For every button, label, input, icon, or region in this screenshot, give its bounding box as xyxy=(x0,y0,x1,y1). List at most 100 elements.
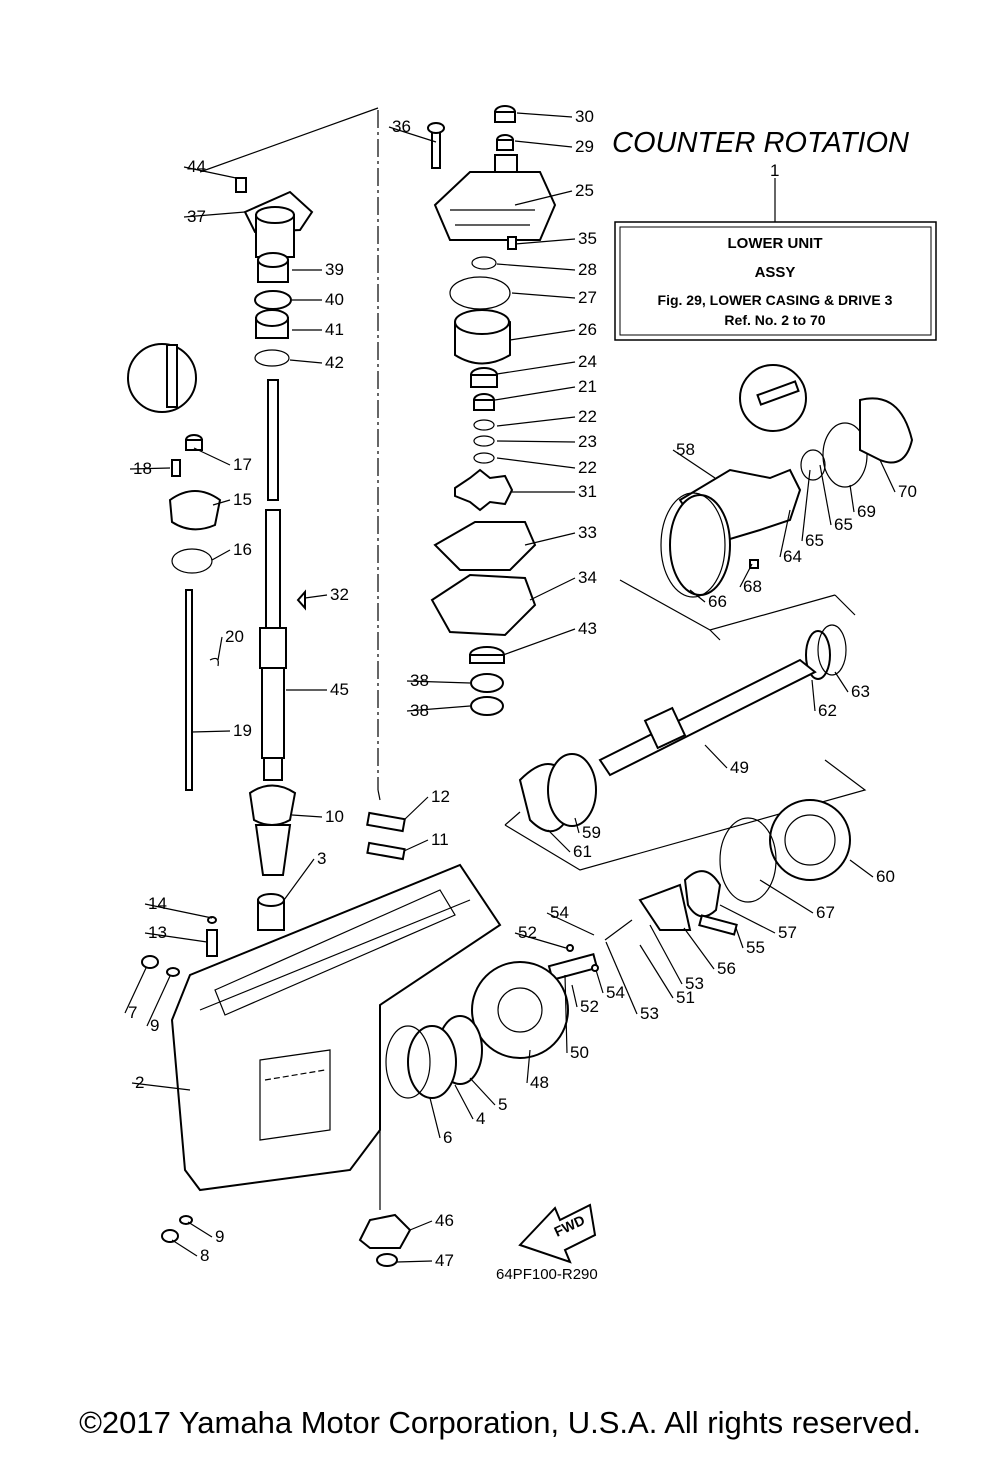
callout-leader xyxy=(217,636,223,661)
water-pump-group xyxy=(427,105,557,716)
callout-leader xyxy=(144,903,213,919)
callout-number: 53 xyxy=(640,1004,659,1023)
callout-number: 56 xyxy=(717,959,736,978)
callout-number: 28 xyxy=(578,260,597,279)
callout-number: 46 xyxy=(435,1211,454,1230)
callout-leader xyxy=(571,984,578,1008)
callout-leader xyxy=(496,361,576,375)
callout-leader xyxy=(564,974,568,1054)
callout-number: 20 xyxy=(225,627,244,646)
assembly-line3: Fig. 29, LOWER CASING & DRIVE 3 xyxy=(658,292,893,308)
callout-number: 58 xyxy=(676,440,695,459)
callout-leader xyxy=(779,509,791,558)
callout-leader xyxy=(683,927,715,970)
callout-number: 43 xyxy=(578,619,597,638)
callout-number: 33 xyxy=(578,523,597,542)
callout-leader xyxy=(406,705,471,712)
callout-leader xyxy=(514,140,573,148)
callout-leader xyxy=(605,941,638,1015)
callout-number: 57 xyxy=(778,923,797,942)
callout-leader xyxy=(454,1084,474,1120)
callout-number: 65 xyxy=(805,531,824,550)
callout-number: 22 xyxy=(578,407,597,426)
callout-leader xyxy=(849,484,855,513)
callout-leader xyxy=(689,589,706,603)
callout-number: 65 xyxy=(834,515,853,534)
callout-leader xyxy=(183,166,237,179)
callout-leader xyxy=(396,1260,433,1263)
callout-number: 14 xyxy=(148,894,167,913)
callout-number: 34 xyxy=(578,568,597,587)
callout-leader xyxy=(672,449,716,479)
callout-leader xyxy=(811,679,816,712)
callout-leader xyxy=(496,263,576,271)
callout-number: 39 xyxy=(325,260,344,279)
copyright-notice: ©2017 Yamaha Motor Corporation, U.S.A. A… xyxy=(79,1405,921,1440)
callout-leader xyxy=(289,359,323,364)
callout-leader xyxy=(494,386,576,401)
callout-number: 9 xyxy=(150,1016,159,1035)
callout-number: 51 xyxy=(676,988,695,1007)
callout-number: 27 xyxy=(578,288,597,307)
callout-leader xyxy=(801,469,811,542)
callout-leader xyxy=(429,1097,441,1139)
callout-number: 21 xyxy=(578,377,597,396)
callout-number: 54 xyxy=(606,983,625,1002)
diagram-title: COUNTER ROTATION xyxy=(612,127,909,159)
callout-number: 13 xyxy=(148,923,167,942)
callout-number: 6 xyxy=(443,1128,452,1147)
callout-number: 47 xyxy=(435,1251,454,1270)
callout-leader xyxy=(124,967,147,1014)
callout-number: 18 xyxy=(133,459,152,478)
callout-number: 64 xyxy=(783,547,802,566)
callout-leader xyxy=(406,680,471,684)
assembly-box-outer xyxy=(614,221,937,341)
callout-leader xyxy=(502,628,576,656)
callout-leader xyxy=(759,879,814,914)
callout-leader xyxy=(511,292,576,299)
callout-leader xyxy=(739,563,753,588)
callout-leader xyxy=(403,839,429,852)
callout-number: 44 xyxy=(187,157,206,176)
callout-number: 70 xyxy=(898,482,917,501)
callout-number: 7 xyxy=(128,1003,137,1022)
callout-leader xyxy=(409,1220,433,1231)
callout-leader xyxy=(496,457,576,469)
callout-number: 68 xyxy=(743,577,762,596)
callout-leader xyxy=(183,211,246,218)
callout-leader xyxy=(211,549,231,561)
callout-number: 3 xyxy=(317,849,326,868)
assembly-line2: ASSY xyxy=(755,264,796,281)
callout-leader xyxy=(514,238,576,245)
callout-number: 67 xyxy=(816,903,835,922)
callout-number: 9 xyxy=(215,1227,224,1246)
diagram-code: 64PF100-R290 xyxy=(496,1266,598,1283)
callout-leader xyxy=(639,944,674,999)
callout-number: 15 xyxy=(233,490,252,509)
callout-leader xyxy=(719,904,776,934)
callout-number: 55 xyxy=(746,938,765,957)
callout-number: 35 xyxy=(578,229,597,248)
callout-number: 52 xyxy=(580,997,599,1016)
callout-number: 2 xyxy=(135,1073,144,1092)
callout-number: 23 xyxy=(578,432,597,451)
callout-leader xyxy=(469,1077,496,1106)
callout-number: 61 xyxy=(573,842,592,861)
callout-leader xyxy=(516,112,573,118)
callout-leader xyxy=(496,416,576,427)
callout-number: 36 xyxy=(392,117,411,136)
callout-number: 62 xyxy=(818,701,837,720)
callout-number: 17 xyxy=(233,455,252,474)
assembly-box-inner xyxy=(619,226,932,336)
callout-number: 66 xyxy=(708,592,727,611)
callout-leader xyxy=(547,829,571,853)
callout-number: 37 xyxy=(187,207,206,226)
callout-number: 59 xyxy=(582,823,601,842)
callout-number: 26 xyxy=(578,320,597,339)
callout-number: 5 xyxy=(498,1095,507,1114)
callout-number: 12 xyxy=(431,787,450,806)
callout-leader xyxy=(144,932,208,943)
callout-leader xyxy=(403,796,429,821)
callout-1: 1 xyxy=(770,161,779,180)
